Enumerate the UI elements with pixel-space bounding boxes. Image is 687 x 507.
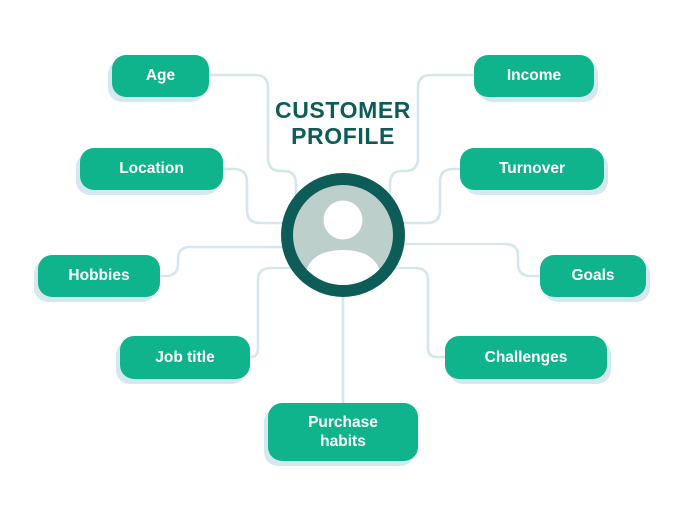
connector-turnover	[383, 167, 463, 225]
node-job-title-label: Job title	[155, 348, 215, 366]
profile-avatar	[281, 173, 405, 297]
node-turnover: Turnover	[460, 148, 604, 190]
node-location: Location	[80, 148, 223, 190]
node-hobbies-label: Hobbies	[68, 267, 130, 285]
node-turnover-label: Turnover	[498, 160, 566, 178]
connector-hobbies	[157, 245, 307, 278]
connector-income	[388, 73, 476, 220]
connector-job-title	[247, 266, 314, 359]
node-challenges-label: Challenges	[484, 348, 568, 366]
node-challenges: Challenges	[445, 336, 607, 379]
node-age: Age	[112, 55, 209, 97]
connector-location	[220, 167, 307, 225]
connector-age	[207, 73, 298, 220]
node-income-label: Income	[506, 67, 562, 85]
node-age-label: Age	[145, 67, 176, 85]
connector-goals	[383, 242, 543, 278]
node-hobbies: Hobbies	[38, 255, 160, 297]
page-title: CUSTOMER PROFILE	[275, 97, 411, 150]
node-goals: Goals	[540, 255, 646, 297]
node-goals-label: Goals	[571, 267, 615, 285]
node-location-label: Location	[119, 160, 184, 178]
node-job-title: Job title	[120, 336, 250, 379]
node-income: Income	[474, 55, 594, 97]
node-purchase-habits: Purchase habits	[268, 403, 418, 461]
connector-challenges	[372, 266, 448, 359]
node-purchase-habits-label: Purchase habits	[308, 413, 378, 450]
